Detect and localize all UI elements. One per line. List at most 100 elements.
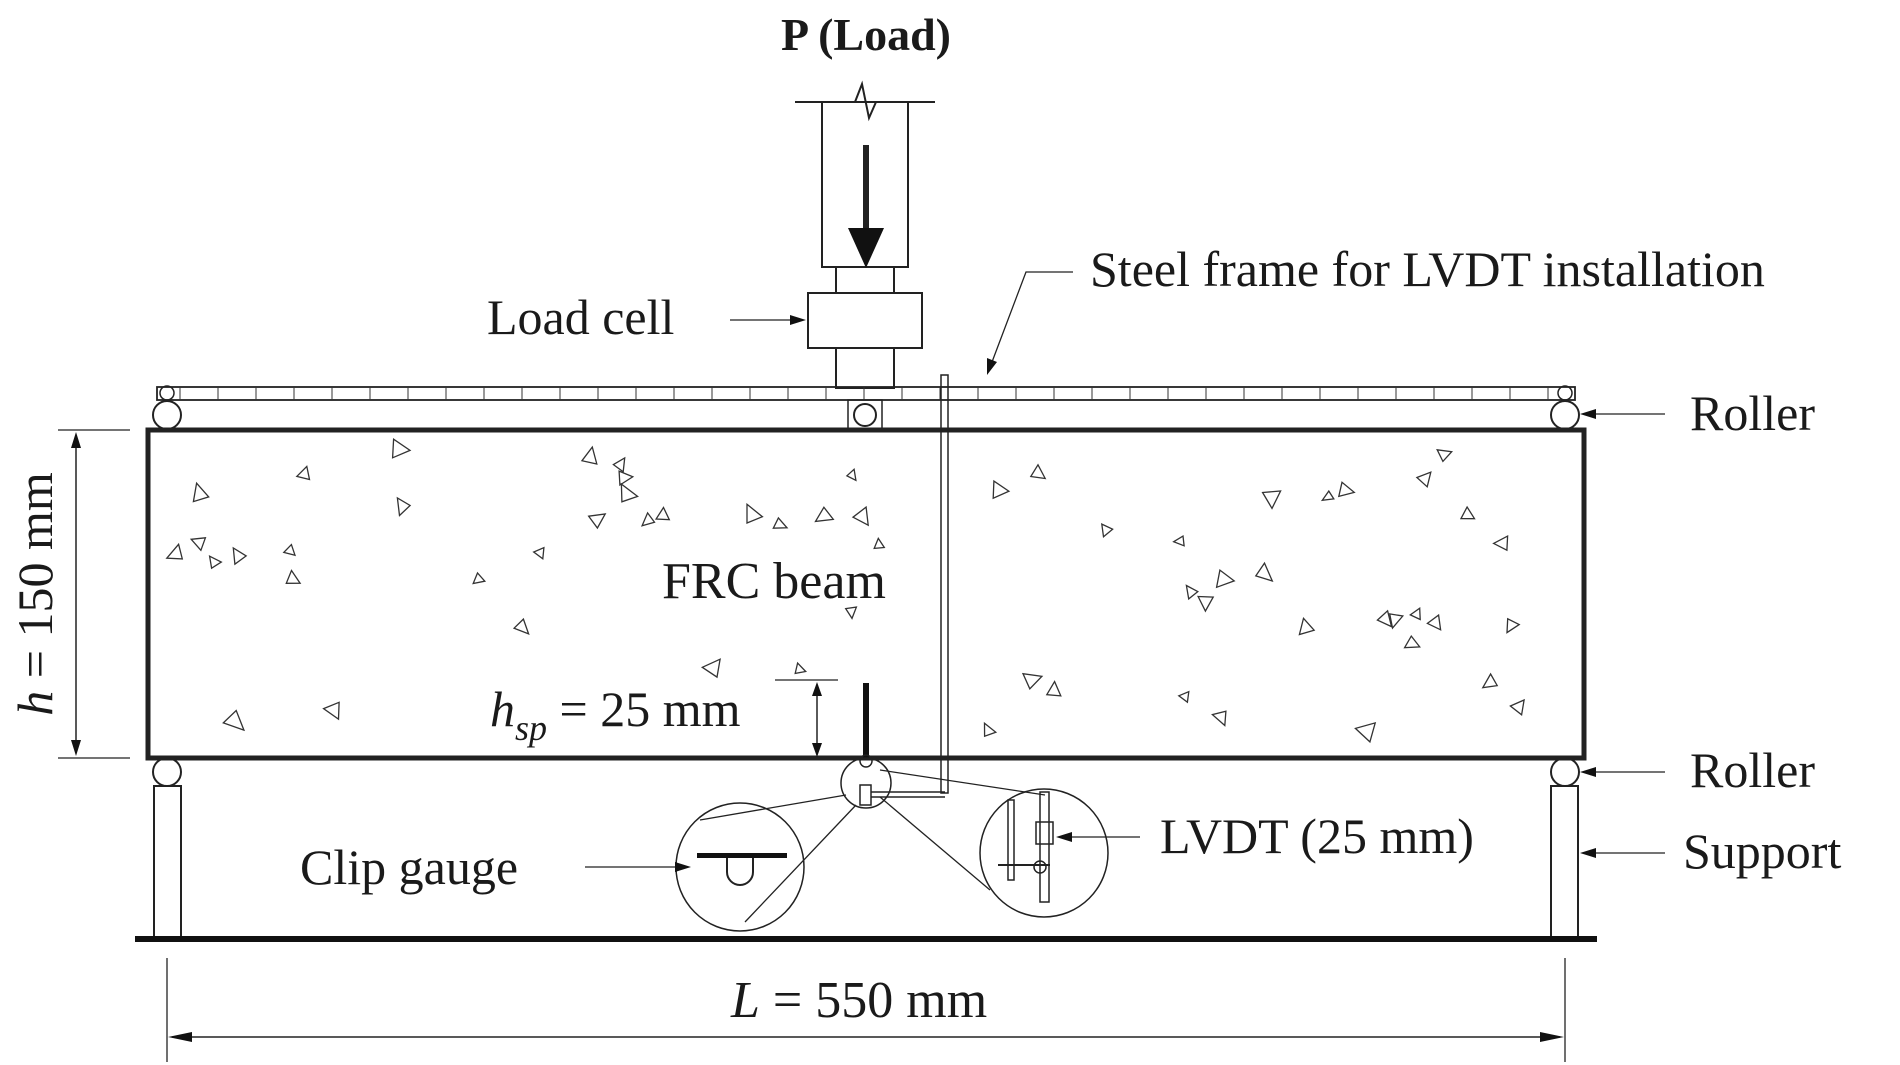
aggregate-particle <box>165 542 184 560</box>
aggregate-particle <box>391 438 412 459</box>
aggregate-particle <box>1481 672 1499 689</box>
aggregate-particle <box>1045 680 1062 697</box>
roller-bottom-leader-arrow <box>1580 767 1596 777</box>
aggregate-particle <box>1029 463 1047 480</box>
span-var: L <box>730 972 760 1029</box>
lvdt-label: LVDT (25 mm) <box>1160 808 1474 864</box>
aggregate-particle <box>295 465 311 481</box>
clip-detail-leader-lower <box>744 804 857 923</box>
lvdt-detail-circle <box>979 788 1109 918</box>
aggregate-particle <box>851 505 869 527</box>
roller-top-leader-arrow <box>1580 409 1596 419</box>
aggregate-particle <box>587 513 607 530</box>
load-cell-body <box>807 292 923 349</box>
aggregate-particle <box>620 482 639 503</box>
supports <box>135 785 1597 942</box>
aggregate-particle <box>208 555 223 570</box>
aggregate-particle <box>1337 481 1356 498</box>
aggregate-particle <box>844 606 858 620</box>
aggregate-particle <box>992 479 1011 500</box>
aggregate-particle <box>983 721 998 738</box>
height-arrow-top <box>71 432 81 448</box>
aggregate-particle <box>1376 609 1393 628</box>
load-cell-label: Load cell <box>487 289 674 345</box>
aggregate-particle <box>1459 505 1476 520</box>
lvdt-detail-leader-lower <box>879 796 991 891</box>
label-leaders <box>585 271 1665 872</box>
steel-frame-ties <box>179 387 1549 400</box>
lvdt-detail-rod <box>1039 791 1050 903</box>
aggregate-particle <box>1211 710 1227 727</box>
clip-gauge-mount <box>859 784 872 806</box>
aggregate-particle <box>1185 584 1199 601</box>
aggregate-particle <box>1415 471 1432 489</box>
lvdt-detail-frame <box>1007 799 1015 881</box>
load-cell-stem <box>835 347 895 389</box>
aggregate-particle <box>654 506 671 521</box>
steel-frame-leader <box>991 271 1073 363</box>
aggregate-particle <box>232 546 248 566</box>
height-value: = 150 mm <box>7 472 63 691</box>
clip-gauge-label: Clip gauge <box>300 839 518 895</box>
roller-top-right <box>1550 400 1580 430</box>
steel-frame-leader-arrow <box>987 358 997 375</box>
height-label: h = 150 mm <box>7 472 63 716</box>
aggregate-particle <box>772 516 789 529</box>
text-labels: P (Load) Load cell Steel frame for LVDT … <box>7 9 1841 1029</box>
aggregate-particle <box>512 617 530 636</box>
aggregate-particle <box>1388 613 1405 630</box>
steel-frame-label: Steel frame for LVDT installation <box>1090 241 1765 297</box>
frame-end-pin-left <box>159 385 175 401</box>
aggregate-particle <box>192 481 210 503</box>
load-cell-leader-arrow <box>790 315 806 325</box>
aggregate-particle <box>1354 721 1377 744</box>
notch-value: = 25 mm <box>547 681 741 737</box>
loading-actuator <box>795 80 935 294</box>
aggregate-particle <box>222 709 246 732</box>
lvdt-leader-arrow <box>1056 832 1072 842</box>
aggregate-particle <box>1436 448 1454 463</box>
clip-gauge-detail-circle <box>675 802 805 932</box>
span-arrow-right <box>1540 1032 1564 1042</box>
aggregate-particle <box>472 571 487 585</box>
aggregate-particle <box>814 506 835 523</box>
notch-detail-circle <box>840 757 892 809</box>
roller-load-point <box>853 403 877 427</box>
aggregate-particle <box>873 537 886 550</box>
notch-var: h <box>490 681 515 737</box>
support-right <box>1550 785 1579 940</box>
clip-gauge-plate <box>697 853 787 858</box>
aggregate-particle <box>1320 489 1335 502</box>
instrumentation <box>675 754 1109 932</box>
aggregate-particle <box>845 468 857 482</box>
notch-arrow-top <box>812 682 822 696</box>
load-cell <box>807 292 923 389</box>
aggregate-particle <box>532 546 545 561</box>
aggregate-particle <box>1254 561 1274 583</box>
aggregate-particle <box>794 661 808 675</box>
load-arrow-head <box>848 228 884 268</box>
beam-label: FRC beam <box>662 553 886 610</box>
frame-end-pin-right <box>1557 385 1573 401</box>
aggregate-particle <box>1409 606 1421 621</box>
actuator-connector <box>835 266 895 294</box>
aggregate-particle <box>189 537 207 552</box>
aggregate-particle <box>1177 690 1190 704</box>
lvdt-detail-body <box>1035 821 1054 845</box>
height-arrow-bottom <box>71 740 81 756</box>
beam-aggregate-pattern <box>165 438 1525 744</box>
span-value: = 550 mm <box>760 972 987 1029</box>
aggregate-particle <box>1426 613 1442 631</box>
clip-detail-leader-upper <box>699 794 847 821</box>
notch-arrow-bottom <box>812 743 822 757</box>
dimensions <box>58 429 1566 1062</box>
aggregate-particle <box>746 502 764 524</box>
lvdt-detail-pin <box>1033 860 1047 874</box>
load-label: P (Load) <box>781 9 951 60</box>
aggregate-particle <box>1298 616 1316 636</box>
roller-bottom-label: Roller <box>1690 742 1815 798</box>
aggregate-particle <box>285 569 302 584</box>
aggregate-particle <box>1492 534 1509 552</box>
aggregate-particle <box>1215 568 1236 589</box>
